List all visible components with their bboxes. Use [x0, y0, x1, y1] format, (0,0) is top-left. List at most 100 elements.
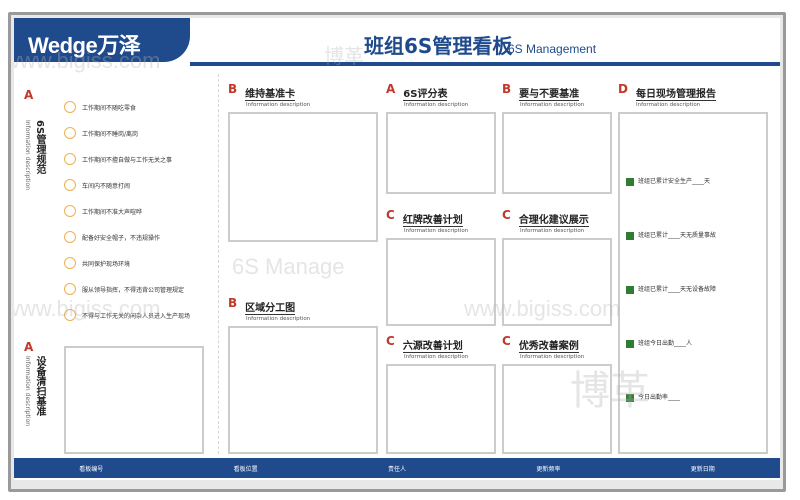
section-letter: C: [386, 334, 395, 348]
report-line-attendance-rate: 今日出勤率____: [626, 392, 680, 402]
section-letter: B: [502, 82, 512, 96]
header-rule: [190, 62, 780, 66]
section-header: A 6S评分表 Information description: [386, 82, 468, 108]
rule-text: 配备好安全帽子，不违规操作: [82, 234, 161, 242]
section-content-box: [502, 238, 612, 326]
section-label: 红牌改善计划: [402, 211, 463, 227]
rule-dot-icon: [64, 309, 76, 321]
section-label: 优秀改善案例: [518, 337, 579, 353]
section-content-box: [64, 346, 204, 454]
rule-text: 车间内不随意打闹: [82, 182, 131, 190]
board-title: 班组6S管理看板: [364, 34, 513, 58]
left-rules-heading: 6S管理规范: [34, 120, 45, 175]
rule-dot-icon: [64, 205, 76, 217]
list-item: 工作期间不随吃零食: [64, 94, 214, 120]
section-header: C 合理化建议展示 Information description: [502, 208, 589, 234]
rule-text: 工作期间不准大声喧哗: [82, 208, 143, 216]
section-content-box: [228, 326, 378, 454]
rule-dot-icon: [64, 153, 76, 165]
section-letter: C: [386, 208, 395, 222]
section-letter: A: [386, 82, 396, 96]
brand-logo-text: Wedge万泽: [28, 33, 141, 58]
green-square-icon: [626, 177, 634, 186]
section-desc: Information description: [520, 228, 585, 234]
section-header: C 优秀改善案例 Information description: [502, 334, 584, 360]
section-content-box: [386, 238, 496, 326]
watermark-url: www.bigiss.com: [14, 48, 161, 73]
brand-banner: Wedge万泽: [14, 18, 190, 62]
section-desc: Information description: [246, 102, 311, 108]
section-desc: Information description: [520, 354, 585, 360]
section-header: C 红牌改善计划 Information description: [386, 208, 468, 234]
rule-text: 服从领导指挥，不得违背公司管理规定: [82, 286, 185, 294]
green-square-icon: [626, 231, 634, 240]
footer-board-number: 看板编号: [79, 465, 104, 473]
rule-text: 工作期间不擅自做与工作无关之事: [82, 156, 173, 164]
section-desc: Information description: [246, 316, 311, 322]
rule-dot-icon: [64, 257, 76, 269]
section-label: 合理化建议展示: [518, 211, 589, 227]
rule-text: 工作期间不随吃零食: [82, 104, 137, 112]
panel-divider: [218, 74, 219, 454]
watermark-brand: 博革: [570, 369, 650, 413]
section-header: B 要与不要基准 Information description: [502, 82, 584, 108]
section-label: 要与不要基准: [519, 85, 580, 101]
green-square-icon: [626, 285, 634, 294]
section-content-box: [386, 364, 496, 454]
rule-text: 工作期间不睡岗/离岗: [82, 130, 139, 138]
watermark-text: 6S Manage: [232, 254, 345, 279]
report-line-equipment: 班组已累计____天无设备故障: [626, 284, 716, 294]
section-title: A 设备清扫基准 Information description: [24, 336, 50, 446]
section-label: 维持基准卡: [245, 85, 296, 101]
section-content-box: [228, 112, 378, 242]
section-desc: Information description: [404, 354, 469, 360]
rule-dot-icon: [64, 231, 76, 243]
section-content-box: [502, 364, 612, 454]
section-label: 每日现场管理报告: [635, 85, 716, 101]
rule-dot-icon: [64, 283, 76, 295]
list-item: 工作期间不睡岗/离岗: [64, 120, 214, 146]
rule-dot-icon: [64, 179, 76, 191]
section-content-box: [386, 112, 496, 194]
footer-update-frequency: 更新频率: [536, 465, 561, 473]
list-item: 工作期间不擅自做与工作无关之事: [64, 146, 214, 172]
section-label: 区域分工图: [245, 299, 296, 315]
report-text: 班组已累计____天无设备故障: [638, 286, 717, 293]
report-line-safety: 班组已累计安全生产____天: [626, 176, 710, 186]
section-header: C 六源改善计划 Information description: [386, 334, 468, 360]
section-heading: 设备清扫基准: [34, 356, 45, 416]
section-desc: Information description: [520, 102, 585, 108]
board-footer: 看板编号 看板位置 责任人 更新频率 更新日期: [14, 458, 780, 478]
section-desc: Information description: [404, 102, 469, 108]
section-letter: C: [502, 334, 511, 348]
section-letter: D: [618, 82, 628, 96]
section-letter: A: [24, 340, 34, 354]
report-text: 班组已累计____天无质量事故: [638, 232, 717, 239]
list-item: 工作期间不准大声喧哗: [64, 198, 214, 224]
section-label: 六源改善计划: [402, 337, 463, 353]
management-board: Wedge万泽 班组6S管理看板 6S Management A 6S管理规范 …: [14, 18, 780, 480]
list-item: 共同保护现场环境: [64, 250, 214, 276]
green-square-icon: [626, 339, 634, 348]
green-square-icon: [626, 393, 634, 402]
section-desc: Information description: [24, 356, 31, 426]
left-rules-title: A 6S管理规范 Information description: [24, 84, 48, 314]
list-item: 配备好安全帽子，不违规操作: [64, 224, 214, 250]
list-item: 不得与工作无关的闲杂人员进入生产现场: [64, 302, 214, 328]
section-letter: C: [502, 208, 511, 222]
section-letter: A: [24, 88, 34, 102]
section-label: 6S评分表: [403, 85, 448, 101]
report-line-quality: 班组已累计____天无质量事故: [626, 230, 716, 240]
rule-dot-icon: [64, 101, 76, 113]
section-content-box: [502, 112, 612, 194]
rule-dot-icon: [64, 127, 76, 139]
report-text: 班组今日出勤____人: [638, 340, 693, 347]
footer-owner: 责任人: [387, 465, 406, 473]
section-desc: Information description: [404, 228, 469, 234]
section-six-source-plan: C 六源改善计划 Information description: [386, 334, 496, 454]
